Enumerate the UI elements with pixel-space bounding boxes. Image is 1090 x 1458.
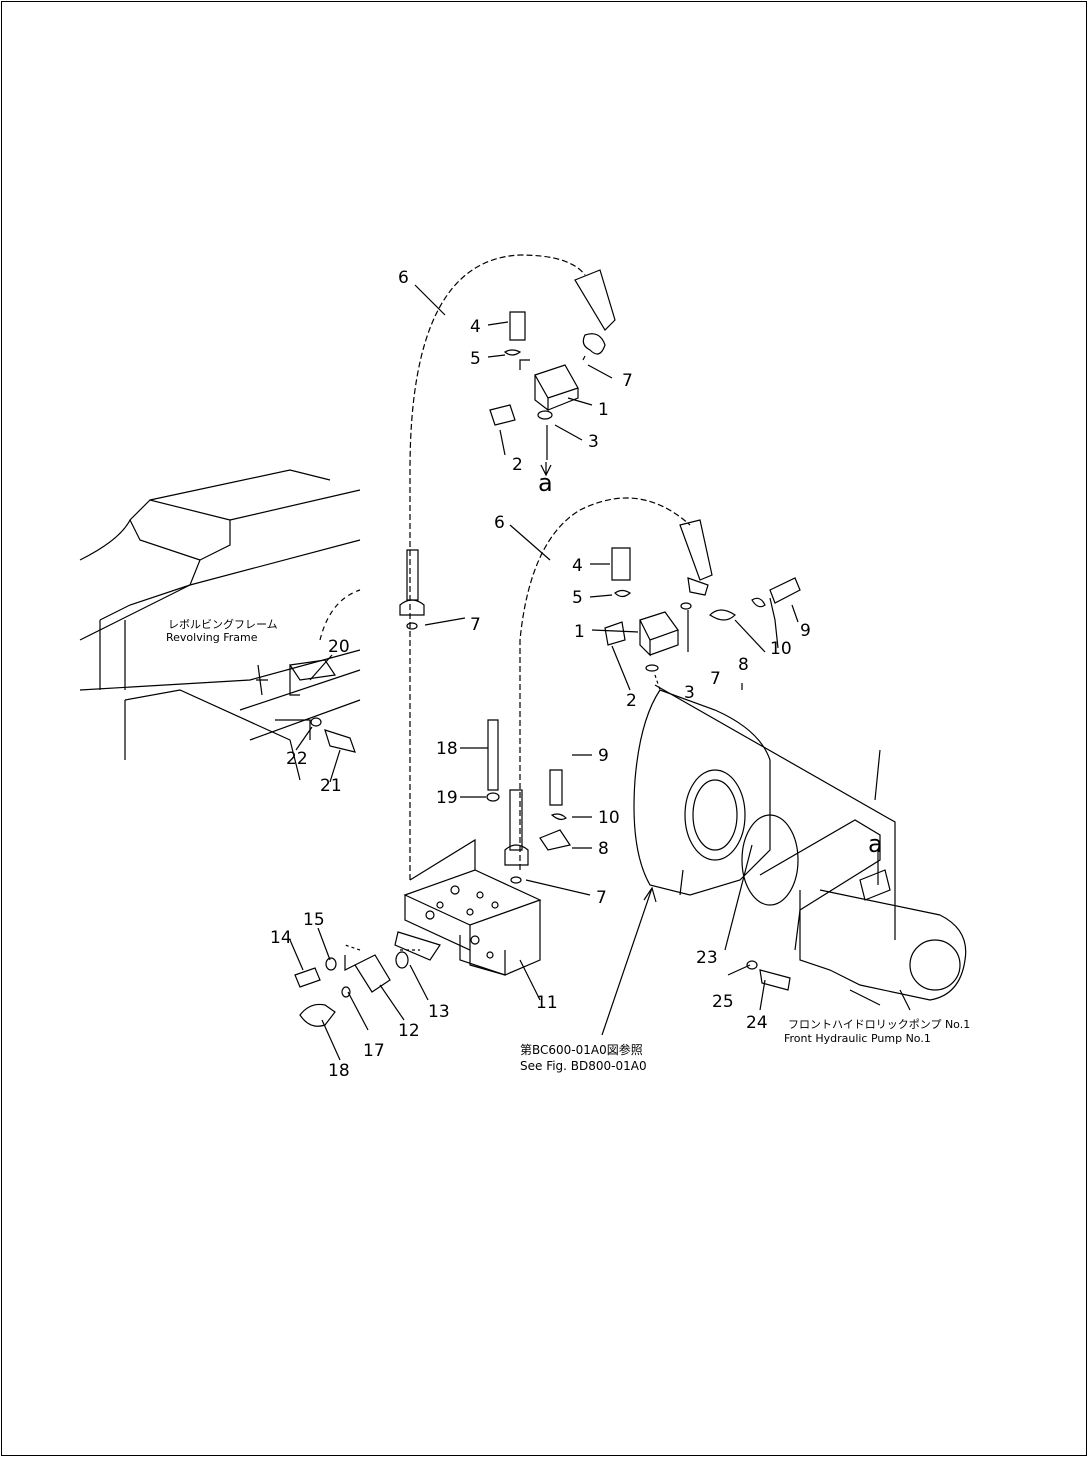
control-valve-block: [275, 719, 542, 1027]
pump-label-en: Front Hydraulic Pump No.1: [784, 1032, 931, 1045]
callout-24: 24: [746, 1013, 768, 1033]
callout-8-mid: 8: [598, 839, 609, 859]
callout-10-lower: 10: [770, 639, 792, 659]
callout-6-upper: 6: [398, 268, 409, 288]
bracket-assembly: [288, 659, 356, 753]
pump-housing: [633, 684, 967, 1011]
callout-6-lower: 6: [494, 513, 505, 533]
callout-7-upper: 7: [622, 371, 633, 391]
callout-11: 11: [536, 993, 558, 1013]
detail-ref-a-pump: a: [868, 830, 883, 858]
see-fig-label-jp: 第BC600-01A0図参照: [520, 1042, 643, 1057]
callout-25: 25: [712, 992, 734, 1012]
callout-20: 20: [328, 637, 350, 657]
callout-2-lower: 2: [626, 691, 637, 711]
revolving-frame-label-jp: レボルビングフレーム: [168, 617, 278, 631]
callout-1-lower: 1: [574, 622, 585, 642]
callout-4-lower: 4: [572, 556, 583, 576]
leader-lines: [289, 284, 879, 1061]
callout-22: 22: [286, 749, 308, 769]
see-fig-label-en: See Fig. BD800-01A0: [520, 1059, 647, 1073]
callout-4-upper: 4: [470, 317, 481, 337]
callout-5-upper: 5: [470, 349, 481, 369]
part-number-callouts: 6 4 5 7 1 3 2 a 6 4 5 1 2 3 7 8 10 9 7 2…: [270, 268, 883, 1081]
callout-13: 13: [428, 1002, 450, 1022]
callout-17: 17: [363, 1041, 385, 1061]
callout-3-lower: 3: [684, 683, 695, 703]
callout-8-lower: 8: [738, 655, 749, 675]
lower-valve-assembly: [399, 497, 801, 884]
revolving-frame-label-en: Revolving Frame: [166, 631, 258, 644]
callout-7-mid: 7: [596, 888, 607, 908]
callout-7-lower: 7: [710, 669, 721, 689]
upper-valve-assembly: [409, 254, 616, 880]
callout-12: 12: [398, 1021, 420, 1041]
annotation-labels: レボルビングフレーム Revolving Frame フロントハイドロリックポン…: [166, 617, 970, 1073]
callout-1-upper: 1: [598, 400, 609, 420]
callout-3-upper: 3: [588, 432, 599, 452]
callout-15: 15: [303, 910, 325, 930]
callout-19: 19: [436, 788, 458, 808]
callout-18-lower: 18: [328, 1061, 350, 1081]
pump-label-jp: フロントハイドロリックポンプ No.1: [788, 1018, 970, 1031]
callout-2-upper: 2: [512, 455, 523, 475]
callout-5-lower: 5: [572, 588, 583, 608]
callout-10-mid: 10: [598, 808, 620, 828]
callout-7-left: 7: [470, 615, 481, 635]
callout-18-upper: 18: [436, 739, 458, 759]
detail-ref-a-upper: a: [538, 469, 553, 497]
callout-14: 14: [270, 928, 292, 948]
callout-9-mid: 9: [598, 746, 609, 766]
callout-23: 23: [696, 948, 718, 968]
callout-21: 21: [320, 776, 342, 796]
callout-9-lower: 9: [800, 621, 811, 641]
